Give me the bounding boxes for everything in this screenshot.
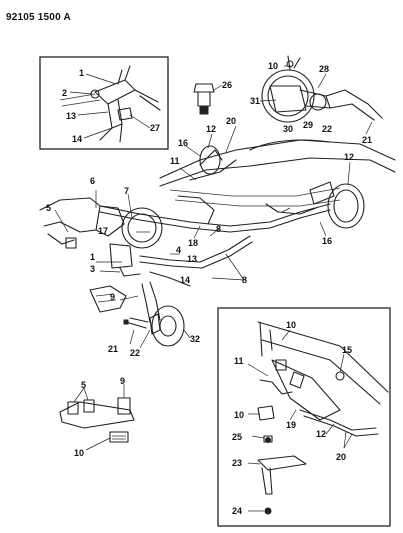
callout-label: 7: [124, 186, 129, 196]
callout-label: 22: [322, 124, 332, 134]
callout-label: 28: [319, 64, 329, 74]
callout-label: 10: [234, 410, 244, 420]
bottom-right-inset: 10 11 15 10 19 12 20 25 23 24: [217, 307, 391, 527]
callout-label: 13: [187, 254, 197, 264]
callout-label: 16: [178, 138, 188, 148]
callout-label: 31: [250, 96, 260, 106]
rear-brake-detail: 10 28 31 30 29 22 21: [250, 55, 383, 145]
callout-label: 10: [286, 320, 296, 330]
callout-label: 5: [81, 380, 86, 390]
callout-label: 23: [232, 458, 242, 468]
callout-label: 17: [98, 226, 108, 236]
callout-label: 1: [79, 68, 84, 78]
callout-label: 12: [344, 152, 354, 162]
callout-label: 13: [66, 111, 76, 121]
callout-label: 14: [72, 134, 82, 144]
fitting-detail: 26: [193, 80, 232, 115]
callout-label: 32: [190, 334, 200, 344]
callout-label: 24: [232, 506, 242, 516]
bottom-left-detail: 5 9 10: [59, 376, 135, 458]
callout-label: 22: [130, 348, 140, 358]
callout-label: 8: [242, 275, 247, 285]
callout-label: 14: [180, 275, 190, 285]
callout-label: 15: [342, 345, 352, 355]
callout-label: 6: [90, 176, 95, 186]
callout-label: 16: [322, 236, 332, 246]
callout-label: 9: [110, 292, 115, 302]
callout-label: 4: [176, 245, 181, 255]
callout-label: 8: [216, 224, 221, 234]
callout-label: 19: [286, 420, 296, 430]
document-number: 92105 1500 A: [6, 12, 71, 23]
main-brake-system-view: 1 3 4 5 6 7 8 8 9 11 12 12 13 14 16 16 1…: [39, 116, 396, 358]
callout-label: 2: [62, 88, 67, 98]
callout-label: 27: [150, 123, 160, 133]
callout-label: 12: [316, 429, 326, 439]
callout-label: 25: [232, 432, 242, 442]
top-left-inset: 1 2 13 14 27: [39, 56, 169, 150]
callout-label: 20: [336, 452, 346, 462]
callout-label: 10: [74, 448, 84, 458]
callout-label: 10: [268, 61, 278, 71]
callout-label: 30: [283, 124, 293, 134]
callout-label: 12: [206, 124, 216, 134]
callout-label: 29: [303, 120, 313, 130]
top-left-inset-frame: [39, 56, 169, 150]
callout-label: 20: [226, 116, 236, 126]
callout-label: 21: [362, 135, 372, 145]
callout-label: 18: [188, 238, 198, 248]
callout-label: 1: [90, 252, 95, 262]
callout-label: 5: [46, 203, 51, 213]
callout-label: 26: [222, 80, 232, 90]
callout-label: 11: [170, 156, 180, 166]
callout-label: 11: [234, 356, 244, 366]
bottom-right-inset-frame: [217, 307, 391, 527]
callout-label: 3: [90, 264, 95, 274]
callout-label: 9: [120, 376, 125, 386]
callout-label: 21: [108, 344, 118, 354]
